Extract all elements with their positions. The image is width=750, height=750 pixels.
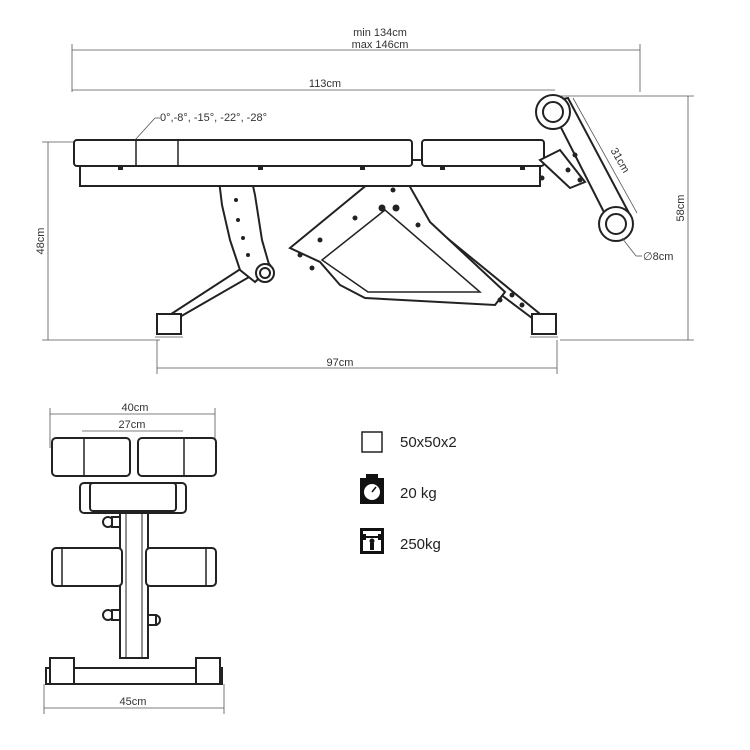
length-min-label: min 134cm	[353, 27, 407, 39]
back-pad	[73, 139, 413, 167]
outer-width-dimension: 40cm	[49, 402, 216, 448]
angle-label: 0°,-8°, -15°, -22°, -28°	[160, 112, 267, 124]
front-lower-roller-left	[51, 547, 123, 587]
seat-pad	[421, 139, 545, 167]
roller-diameter-callout: ∅8cm	[621, 237, 673, 263]
base-length-label: 97cm	[327, 357, 354, 369]
tube-profile-icon	[361, 431, 383, 453]
adjustment-bracket	[216, 171, 275, 284]
tube-profile-label: 50x50x2	[400, 434, 457, 451]
total-height-dimension: 58cm	[560, 95, 694, 341]
overall-length-dimension: min 134cm max 146cm	[71, 27, 641, 92]
max-load-icon	[360, 528, 384, 554]
main-frame	[288, 168, 525, 308]
weight-label: 20 kg	[400, 485, 437, 502]
leg-holder-length-label: 31cm	[608, 146, 632, 175]
bench-pads	[73, 139, 545, 187]
roller-diameter-label: ∅8cm	[643, 251, 673, 263]
side-view: min 134cm max 146cm 113cm 0°,-8°, -15°, …	[35, 27, 694, 374]
outer-width-label: 40cm	[122, 402, 149, 414]
base-width-label: 45cm	[120, 696, 147, 708]
specs-legend: 50x50x2 20 kg 250kg	[360, 431, 457, 554]
pad-length-label: 113cm	[309, 78, 341, 90]
inner-width-dimension: 27cm	[82, 419, 183, 432]
front-view: 40cm 27cm	[43, 402, 225, 714]
seat-height-label: 48cm	[35, 228, 47, 255]
length-max-label: max 146cm	[352, 39, 409, 51]
max-load-label: 250kg	[400, 536, 441, 553]
angle-callout: 0°,-8°, -15°, -22°, -28°	[134, 112, 267, 141]
adjustment-knobs	[102, 516, 161, 626]
front-upper-roller-left	[51, 437, 131, 477]
front-base	[45, 657, 223, 685]
pad-length-dimension: 113cm	[72, 78, 555, 91]
front-lower-roller-right	[145, 547, 217, 587]
base-width-dimension: 45cm	[43, 684, 225, 714]
weight-scale-icon	[360, 474, 384, 504]
seat-height-dimension: 48cm	[35, 141, 160, 341]
front-upper-roller-right	[137, 437, 217, 477]
inner-width-label: 27cm	[119, 419, 146, 431]
base-length-dimension: 97cm	[156, 340, 558, 374]
total-height-label: 58cm	[675, 195, 687, 222]
leg-holder	[535, 94, 634, 242]
front-central-column	[119, 512, 149, 659]
